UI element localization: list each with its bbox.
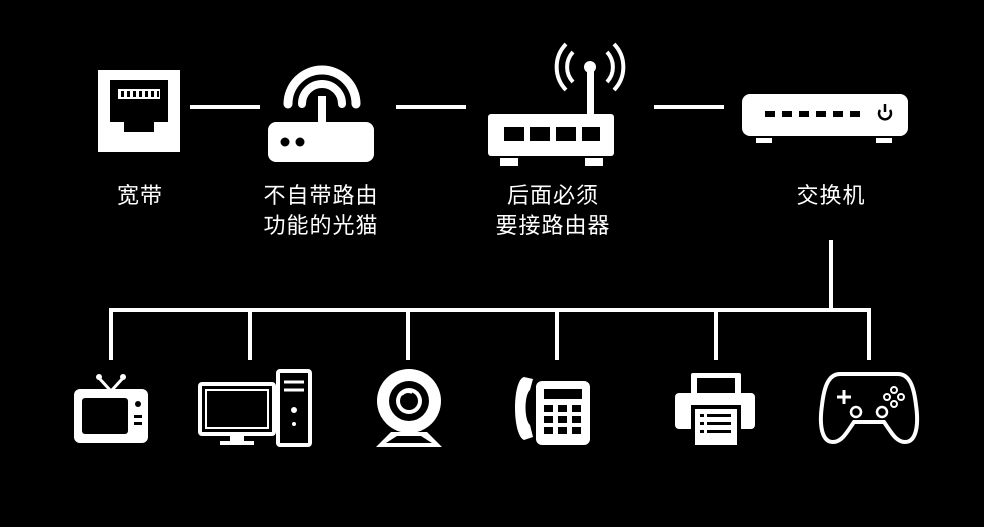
- router-label-line1: 后面必须: [506, 184, 599, 209]
- printer-icon: [675, 373, 755, 449]
- modem-label: 不自带路由 功能的光猫: [246, 182, 396, 242]
- router-icon: [488, 42, 626, 166]
- router-label: 后面必须 要接路由器: [478, 182, 628, 242]
- desktop-computer-icon: [198, 369, 312, 447]
- ethernet-port-icon: [98, 70, 180, 152]
- switch-icon: [742, 94, 908, 143]
- modem-label-line2: 功能的光猫: [263, 214, 379, 239]
- switch-distribution-lines: [109, 240, 871, 360]
- broadband-label: 宽带: [116, 184, 163, 209]
- tv-icon: [74, 374, 148, 443]
- gamepad-icon: [818, 372, 920, 445]
- router-label-line2: 要接路由器: [495, 214, 611, 239]
- webcam-icon: [376, 369, 442, 447]
- modem-icon: [268, 65, 374, 162]
- switch-label: 交换机: [796, 184, 866, 209]
- telephone-icon: [515, 377, 590, 445]
- modem-label-line1: 不自带路由: [263, 184, 379, 209]
